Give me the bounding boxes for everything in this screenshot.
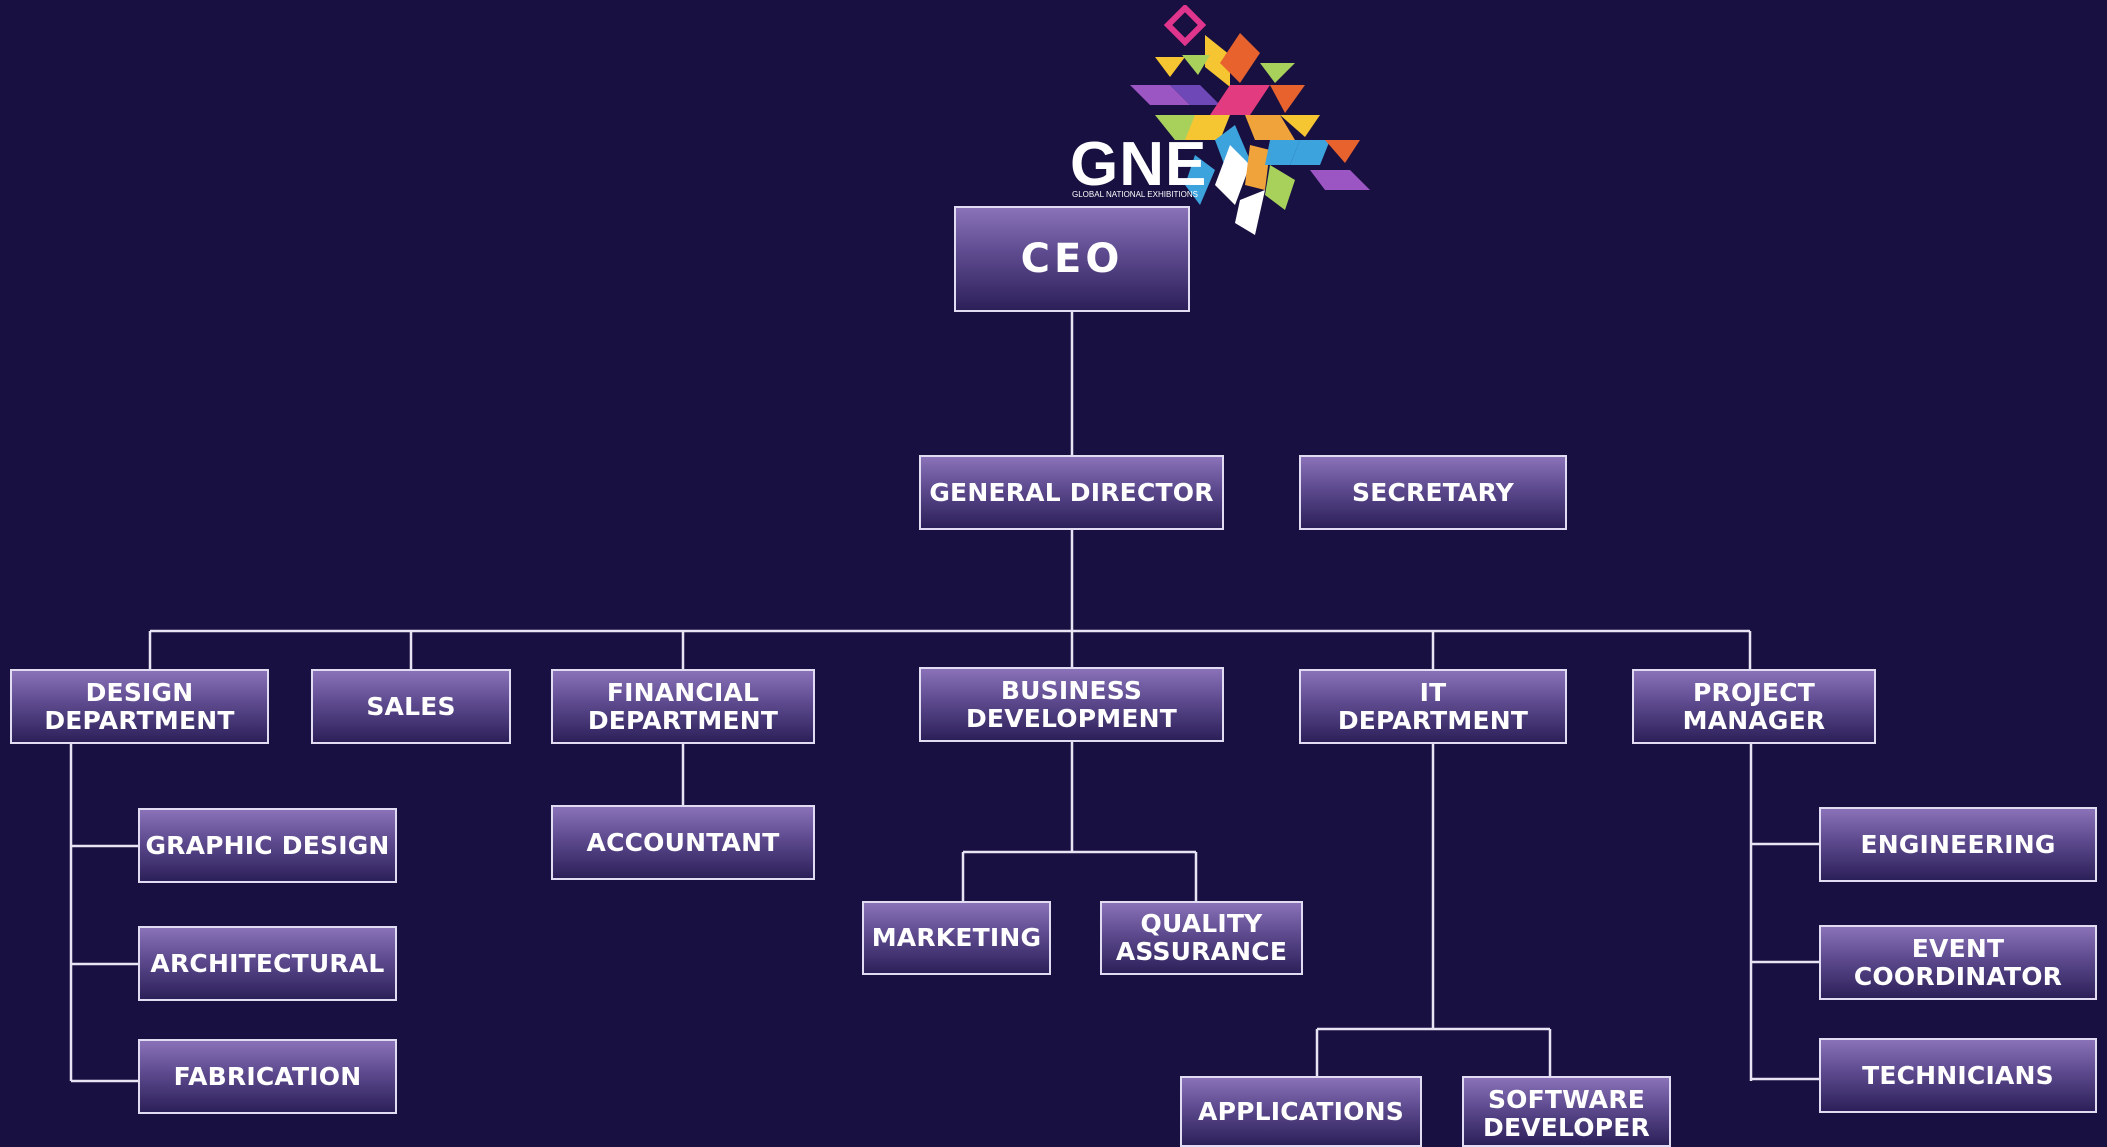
box-technicians: TECHNICIANS [1819,1038,2097,1113]
box-graphic-design: GRAPHIC DESIGN [138,808,397,883]
box-financial-department: FINANCIAL DEPARTMENT [551,669,815,744]
box-general-director: GENERAL DIRECTOR [919,455,1224,530]
box-project-manager: PROJECT MANAGER [1632,669,1876,744]
box-quality-assurance: QUALITY ASSURANCE [1100,901,1303,975]
box-it-department: IT DEPARTMENT [1299,669,1567,744]
box-ceo: CEO [954,206,1190,312]
box-engineering: ENGINEERING [1819,807,2097,882]
box-applications: APPLICATIONS [1180,1076,1422,1147]
logo-tagline: GLOBAL NATIONAL EXHIBITIONS [1072,190,1198,199]
box-business-development: BUSINESS DEVELOPMENT [919,667,1224,742]
box-event-coordinator: EVENT COORDINATOR [1819,925,2097,1000]
logo-wordmark: GNE [1070,130,1207,199]
logo-star-icon [1130,5,1370,235]
box-architectural: ARCHITECTURAL [138,926,397,1001]
box-accountant: ACCOUNTANT [551,805,815,880]
gne-logo: GNE GLOBAL NATIONAL EXHIBITIONS [1070,5,1370,235]
box-fabrication: FABRICATION [138,1039,397,1114]
box-design-department: DESIGN DEPARTMENT [10,669,269,744]
box-marketing: MARKETING [862,901,1051,975]
box-software-developer: SOFTWARE DEVELOPER [1462,1076,1671,1147]
box-sales: SALES [311,669,511,744]
box-secretary: SECRETARY [1299,455,1567,530]
